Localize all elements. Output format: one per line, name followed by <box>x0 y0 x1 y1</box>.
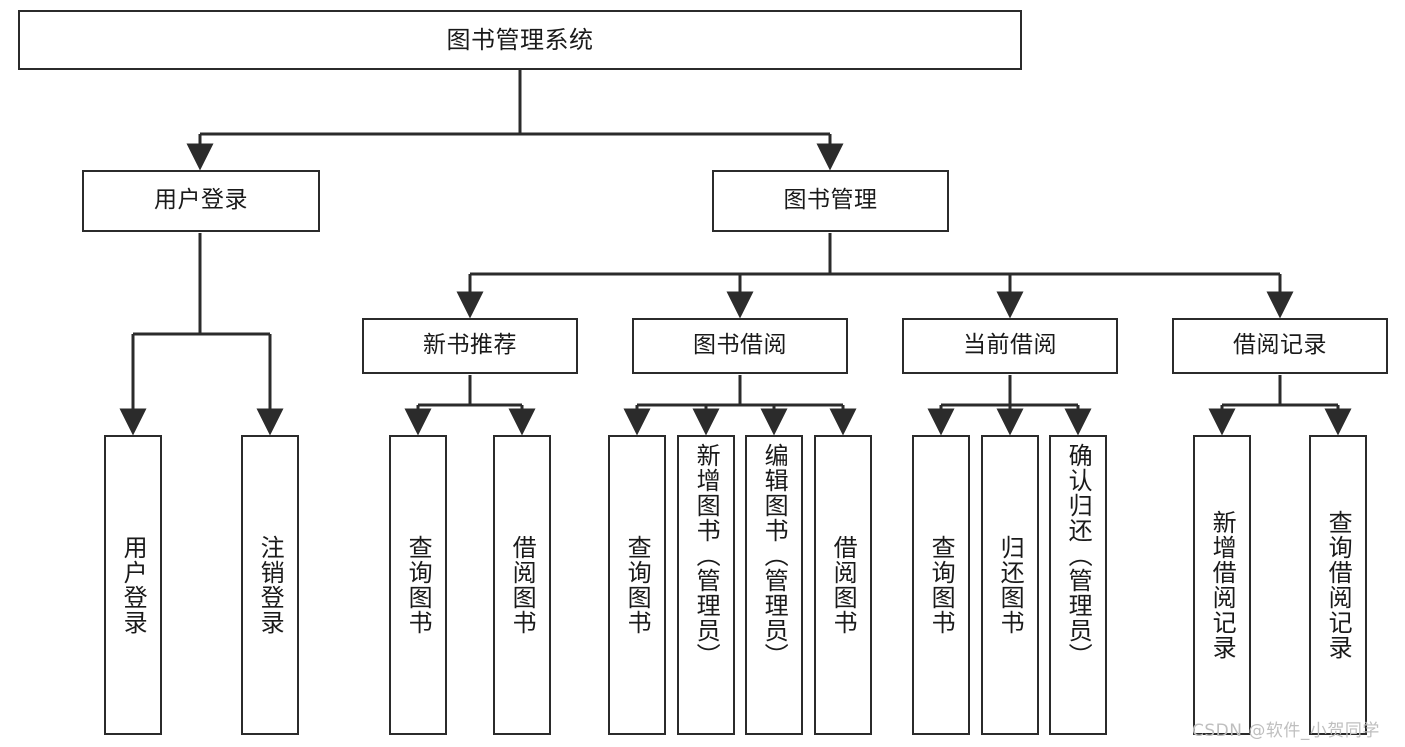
node-leaf-logout[interactable]: 注销登录 <box>241 435 299 735</box>
node-leaf-query-book-3-label: 查询图书 <box>927 535 956 635</box>
node-leaf-logout-label: 注销登录 <box>256 535 285 635</box>
node-borrow-record[interactable]: 借阅记录 <box>1172 318 1388 374</box>
node-new-book-recommend-label: 新书推荐 <box>423 332 517 359</box>
node-new-book-recommend[interactable]: 新书推荐 <box>362 318 578 374</box>
node-book-management[interactable]: 图书管理 <box>712 170 949 232</box>
node-leaf-query-book-2[interactable]: 查询图书 <box>608 435 666 735</box>
node-leaf-add-book[interactable]: 新增图书（管理员） <box>677 435 735 735</box>
node-leaf-add-record[interactable]: 新增借阅记录 <box>1193 435 1251 735</box>
node-leaf-query-book-1-label: 查询图书 <box>404 535 433 635</box>
node-user-login[interactable]: 用户登录 <box>82 170 320 232</box>
node-root[interactable]: 图书管理系统 <box>18 10 1022 70</box>
node-user-login-label: 用户登录 <box>154 187 248 214</box>
node-leaf-query-book-1[interactable]: 查询图书 <box>389 435 447 735</box>
node-leaf-confirm-return-label: 确认归还（管理员） <box>1064 443 1093 668</box>
node-leaf-user-login-label: 用户登录 <box>119 535 148 635</box>
node-leaf-query-record-label: 查询借阅记录 <box>1324 510 1353 660</box>
node-leaf-borrow-book-1[interactable]: 借阅图书 <box>493 435 551 735</box>
node-leaf-borrow-book-2[interactable]: 借阅图书 <box>814 435 872 735</box>
node-book-borrow[interactable]: 图书借阅 <box>632 318 848 374</box>
node-root-label: 图书管理系统 <box>446 25 594 54</box>
node-leaf-return-book[interactable]: 归还图书 <box>981 435 1039 735</box>
node-leaf-confirm-return[interactable]: 确认归还（管理员） <box>1049 435 1107 735</box>
node-leaf-return-book-label: 归还图书 <box>996 535 1025 635</box>
node-book-borrow-label: 图书借阅 <box>693 332 787 359</box>
node-leaf-borrow-book-1-label: 借阅图书 <box>508 535 537 635</box>
node-leaf-query-book-2-label: 查询图书 <box>623 535 652 635</box>
node-book-management-label: 图书管理 <box>783 187 878 214</box>
node-borrow-record-label: 借阅记录 <box>1233 332 1327 359</box>
node-leaf-add-record-label: 新增借阅记录 <box>1208 510 1237 660</box>
node-current-borrow-label: 当前借阅 <box>963 332 1057 359</box>
node-leaf-edit-book[interactable]: 编辑图书（管理员） <box>745 435 803 735</box>
csdn-watermark: CSDN @软件_小贺同学 <box>1192 721 1380 741</box>
node-leaf-add-book-label: 新增图书（管理员） <box>692 443 721 668</box>
node-leaf-query-book-3[interactable]: 查询图书 <box>912 435 970 735</box>
node-current-borrow[interactable]: 当前借阅 <box>902 318 1118 374</box>
node-leaf-query-record[interactable]: 查询借阅记录 <box>1309 435 1367 735</box>
node-leaf-user-login[interactable]: 用户登录 <box>104 435 162 735</box>
node-leaf-edit-book-label: 编辑图书（管理员） <box>760 443 789 668</box>
node-leaf-borrow-book-2-label: 借阅图书 <box>829 535 858 635</box>
